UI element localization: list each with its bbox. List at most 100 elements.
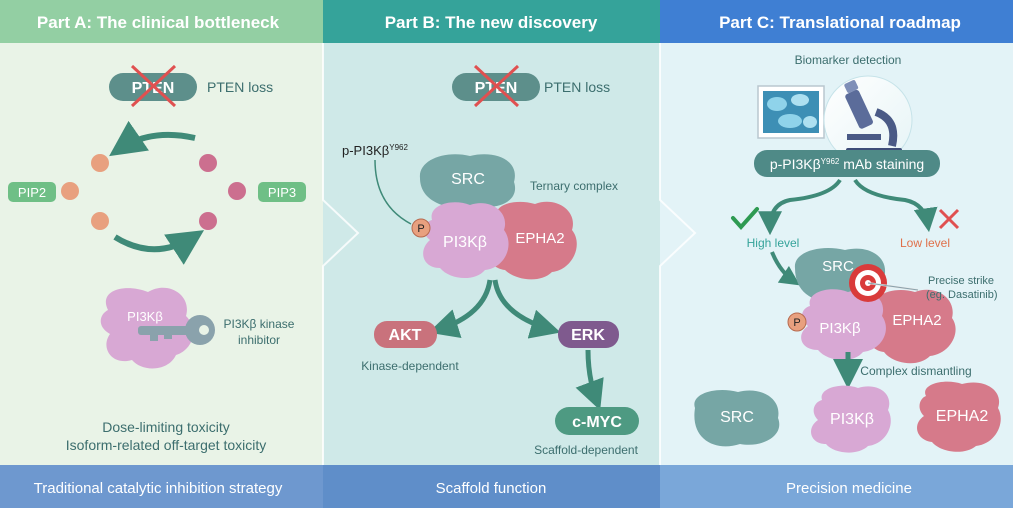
key-tooth [164,334,172,339]
cross-icon [938,208,960,230]
panel-b-pten: PTEN PTEN loss [452,64,610,108]
inhibitor-group: PI3Kβ PI3Kβ kinase inhibitor [100,287,295,369]
cross-icon [473,64,520,108]
src-label-b: SRC [451,171,485,188]
lipid-dot [61,182,79,200]
biomarker-label: Biomarker detection [795,53,902,67]
pi3kb-label-b: PI3Kβ [443,234,487,251]
epha2-label-c: EPHA2 [892,312,941,329]
pip3-label: PIP3 [268,185,296,200]
cell-shape [767,97,787,111]
lipid-dot [199,212,217,230]
pip3-badge [258,182,306,202]
toxicity-line1: Dose-limiting toxicity [102,419,230,435]
strike-pointer [867,282,919,291]
src-label-c: SRC [822,258,854,275]
cmyc-node [555,407,639,435]
pip2-badge [8,182,56,202]
panel-b-header-bar [323,0,660,43]
cross-icon [130,64,177,108]
pi3kb-protein-b [423,202,509,279]
dismantling-label: Complex dismantling [860,364,971,378]
panel-c-footer: Precision medicine [786,480,912,497]
panel-a-pten: PTEN PTEN loss [109,64,273,108]
target-icon [849,264,919,302]
strike-label-line2: (eg. Dasatinib) [926,289,998,301]
toxicity-line2: Isoform-related off-target toxicity [66,437,266,453]
epha2-protein-c [869,289,956,364]
phospho-label-b: P [417,223,424,235]
pten-loss-a: PTEN loss [207,79,273,95]
microscope-arm [874,108,898,147]
cell-shape [778,114,802,128]
panel-a-title: Part A: The clinical bottleneck [37,13,280,32]
akt-node [374,321,437,348]
panel-c-title: Part C: Translational roadmap [719,13,961,32]
panel-a-footer: Traditional catalytic inhibition strateg… [34,480,283,497]
src-protein-free [694,389,780,447]
ternary-complex-label: Ternary complex [530,179,618,193]
lipid-dot [91,154,109,172]
panel-a-header-bar [0,0,323,43]
p-pi3kb-label: p-PI3KβY962 [342,143,408,158]
panel-c-footer-bar [660,465,1013,508]
staining-label: p-PI3KβY962 mAb staining [770,156,924,172]
pten-loss-b: PTEN loss [544,79,610,95]
panel-b-footer-bar [323,465,660,508]
p-pointer-line [374,159,412,225]
ternary-complex: SRC EPHA2 PI3Kβ P Ternary complex [411,154,618,280]
panel-a-footer-bar [0,465,323,508]
key-shaft [138,326,200,335]
pip-cycle: PIP2 PIP3 [8,120,306,265]
lipid-dot [228,182,246,200]
pi3kb-protein-free [811,385,891,453]
epha2-protein-b [487,201,577,280]
epha2-label-b: EPHA2 [515,230,564,247]
panel-b-title: Part B: The new discovery [385,13,598,32]
panel-c-header-bar [660,0,1013,43]
arrow-to-erk [492,279,561,339]
panel-b-footer: Scaffold function [436,480,547,497]
erk-label: ERK [571,327,605,344]
inhibitor-label-line1: PI3Kβ kinase [224,317,295,331]
arrow-to-complex [770,251,800,286]
epha2-label-free: EPHA2 [936,408,989,425]
src-label-free: SRC [720,409,754,426]
lipid-dot [199,154,217,172]
pi3kb-label-c: PI3Kβ [819,320,861,337]
key-hole [199,325,209,335]
erk-node [558,321,619,348]
phospho-label-c: P [793,317,800,329]
key-tooth [150,334,158,341]
pip2-label: PIP2 [18,185,46,200]
pi3kb-label-free: PI3Kβ [830,411,874,428]
kinase-dependent-label: Kinase-dependent [361,359,459,373]
microscope-stage [847,134,881,140]
inhibitor-label-line2: inhibitor [238,333,280,347]
microscope-tube [845,89,873,129]
strike-label-line1: Precise strike [928,275,994,287]
pi3kb-protein-c [801,289,886,361]
cmyc-label: c-MYC [572,414,622,431]
staining-pill [754,150,940,177]
akt-label: AKT [389,327,422,344]
cycle-arrow-top [109,120,196,157]
chevron-b-c [659,43,697,465]
high-level-label: High level [747,236,800,250]
low-level-label: Low level [900,236,950,250]
epha2-protein-free [917,381,1001,452]
cell-shape [803,116,817,128]
scaffold-dependent-label: Scaffold-dependent [534,443,639,457]
lipid-dot [91,212,109,230]
phospho-badge [411,218,431,238]
microscope-eyepiece [844,80,859,93]
pi3kb-label-a: PI3Kβ [127,309,163,324]
src-protein-b [419,154,516,208]
cycle-arrow-bottom [113,230,205,265]
check-icon [731,207,759,231]
chevron-a-b [322,43,360,465]
arrow-low [853,178,938,233]
microscopy-image [757,85,825,139]
